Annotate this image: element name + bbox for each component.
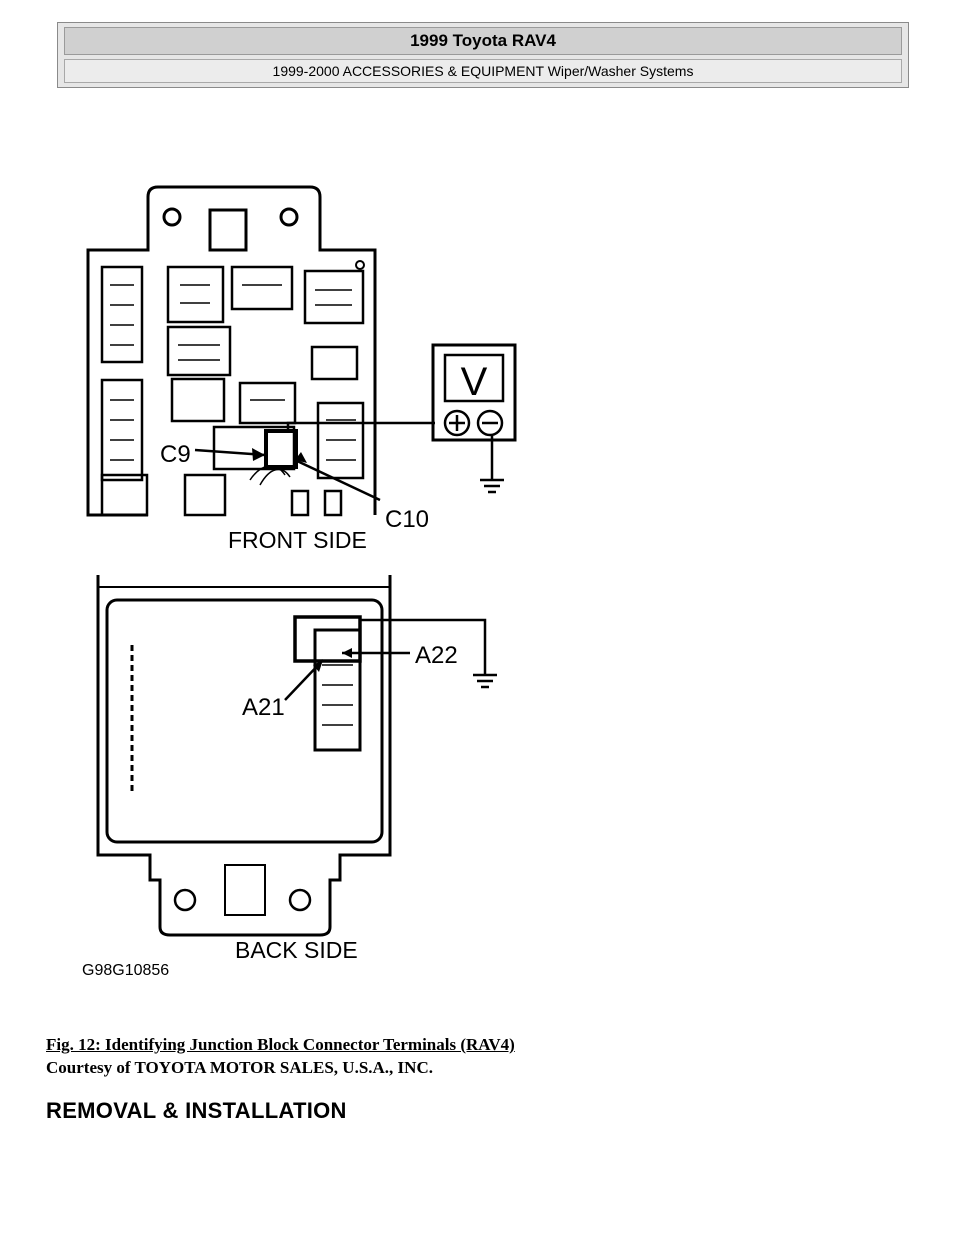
connector-left-bottom bbox=[100, 473, 149, 517]
connector-mid-4 bbox=[238, 381, 297, 425]
voltmeter bbox=[431, 343, 517, 442]
mount-hole-right bbox=[279, 207, 299, 227]
back-mount-hole-left bbox=[173, 888, 197, 912]
label-a21: A21 bbox=[242, 694, 285, 721]
front-top-tab bbox=[208, 208, 248, 252]
connector-mid-2 bbox=[310, 345, 359, 381]
connector-mid-1 bbox=[166, 325, 232, 377]
voltmeter-symbol: V bbox=[461, 360, 488, 404]
probe-wire-front bbox=[286, 421, 435, 429]
figure-id: G98G10856 bbox=[82, 962, 169, 979]
connector-left-mid bbox=[100, 378, 144, 482]
label-c9: C9 bbox=[160, 441, 191, 468]
connector-top-3 bbox=[303, 269, 365, 325]
connector-a21-a22 bbox=[313, 628, 362, 752]
figure-courtesy: Courtesy of TOYOTA MOTOR SALES, U.S.A., … bbox=[46, 1058, 433, 1077]
voltmeter-display bbox=[443, 353, 505, 403]
connector-bottom-1 bbox=[183, 473, 227, 517]
front-block-outline bbox=[86, 185, 377, 517]
connector-right bbox=[316, 401, 365, 480]
document-header: 1999 Toyota RAV4 1999-2000 ACCESSORIES &… bbox=[57, 22, 909, 88]
voltmeter-negative-terminal bbox=[476, 409, 504, 437]
c10-pointer bbox=[294, 458, 381, 502]
label-front-side: FRONT SIDE bbox=[228, 527, 367, 553]
connector-c9-c10 bbox=[212, 425, 296, 471]
back-block-outline bbox=[96, 575, 392, 937]
section-heading: REMOVAL & INSTALLATION bbox=[46, 1098, 347, 1123]
label-a22: A22 bbox=[415, 642, 458, 669]
label-back-side: BACK SIDE bbox=[235, 937, 358, 963]
connector-top-2 bbox=[230, 265, 294, 311]
header-title: 1999 Toyota RAV4 bbox=[64, 27, 902, 55]
connector-mid-3 bbox=[170, 377, 226, 423]
probe-wire-back bbox=[360, 618, 487, 675]
voltmeter-positive-terminal bbox=[443, 409, 471, 437]
figure-caption: Fig. 12: Identifying Junction Block Conn… bbox=[46, 1035, 515, 1054]
junction-block-diagram: V C9 C10 FRONT SIDE A22 A21 BACK SIDE G9… bbox=[82, 185, 517, 979]
label-c10: C10 bbox=[385, 506, 429, 533]
connector-top-1 bbox=[166, 265, 225, 324]
connector-left-top bbox=[100, 265, 144, 364]
mount-hole-left bbox=[162, 207, 182, 227]
header-subtitle: 1999-2000 ACCESSORIES & EQUIPMENT Wiper/… bbox=[64, 59, 902, 83]
back-mount-hole-right bbox=[288, 888, 312, 912]
back-inner-panel bbox=[105, 598, 384, 844]
